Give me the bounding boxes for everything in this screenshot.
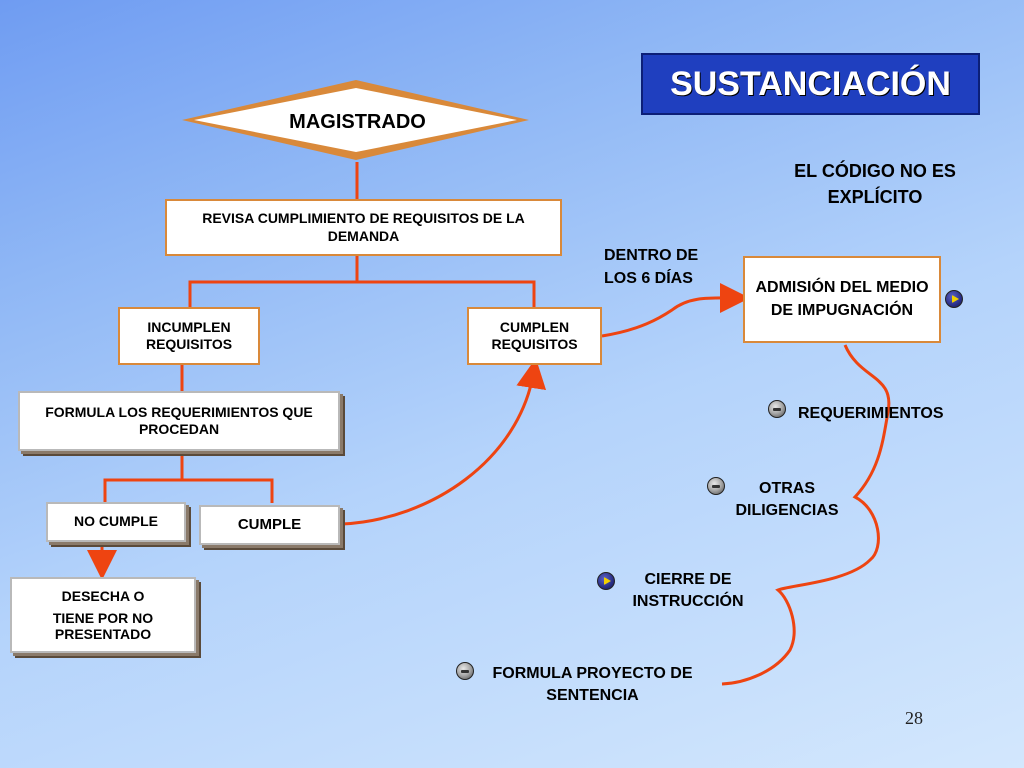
revisa-box: REVISA CUMPLIMIENTO DE REQUISITOS DE LA … <box>165 199 562 256</box>
desecha-label-2: TIENE POR NO PRESENTADO <box>52 610 154 642</box>
cumple-label: CUMPLE <box>237 515 302 533</box>
formula-requerimientos-label: FORMULA LOS REQUERIMIENTOS QUE PROCEDAN <box>45 403 313 438</box>
cierre-bullet-icon <box>597 572 615 590</box>
otras-bullet-icon <box>707 477 725 495</box>
cumplen-box: CUMPLEN REQUISITOS <box>467 307 602 365</box>
connector-formula-branches <box>103 478 274 503</box>
incumplen-label: INCUMPLEN REQUISITOS <box>145 318 233 353</box>
page-number: 28 <box>905 708 923 728</box>
cumple-box: CUMPLE <box>199 505 340 545</box>
connector-cumple-cumplen <box>341 358 547 526</box>
magistrado-label: MAGISTRADO <box>289 111 426 133</box>
requerimientos-bullet-icon <box>768 400 786 418</box>
admision-label: ADMISIÓN DEL MEDIO DE IMPUGNACIÓN <box>755 279 929 319</box>
dentro-note: DENTRO DE LOS 6 DÍAS <box>604 247 699 288</box>
admision-box: ADMISIÓN DEL MEDIO DE IMPUGNACIÓN <box>743 256 941 343</box>
incumplen-box: INCUMPLEN REQUISITOS <box>118 307 260 365</box>
cumplen-label: CUMPLEN REQUISITOS <box>491 318 578 353</box>
slide-title: SUSTANCIACIÓN <box>641 53 980 115</box>
no-cumple-box: NO CUMPLE <box>46 502 186 542</box>
otras-step: OTRAS DILIGENCIAS <box>735 480 839 520</box>
formula-proyecto-bullet-icon <box>456 662 474 680</box>
connector-split-branches <box>188 280 536 308</box>
connector-process-wave <box>721 344 891 686</box>
desecha-label-1: DESECHA O <box>61 587 145 604</box>
play-bullet-icon <box>945 290 963 308</box>
magistrado-diamond <box>182 80 529 160</box>
revisa-label: REVISA CUMPLIMIENTO DE REQUISITOS DE LA … <box>202 210 525 244</box>
formula-proyecto-step: FORMULA PROYECTO DE SENTENCIA <box>492 665 693 705</box>
no-cumple-label: NO CUMPLE <box>74 513 158 530</box>
connector-cumplen-admision <box>601 282 750 338</box>
desecha-box: DESECHA O TIENE POR NO PRESENTADO <box>10 577 196 653</box>
cierre-step: CIERRE DE INSTRUCCIÓN <box>632 571 744 611</box>
requerimientos-step: REQUERIMIENTOS <box>798 405 944 422</box>
codigo-note: EL CÓDIGO NO ES EXPLÍCITO <box>794 161 956 208</box>
formula-requerimientos-box: FORMULA LOS REQUERIMIENTOS QUE PROCEDAN <box>18 391 340 451</box>
